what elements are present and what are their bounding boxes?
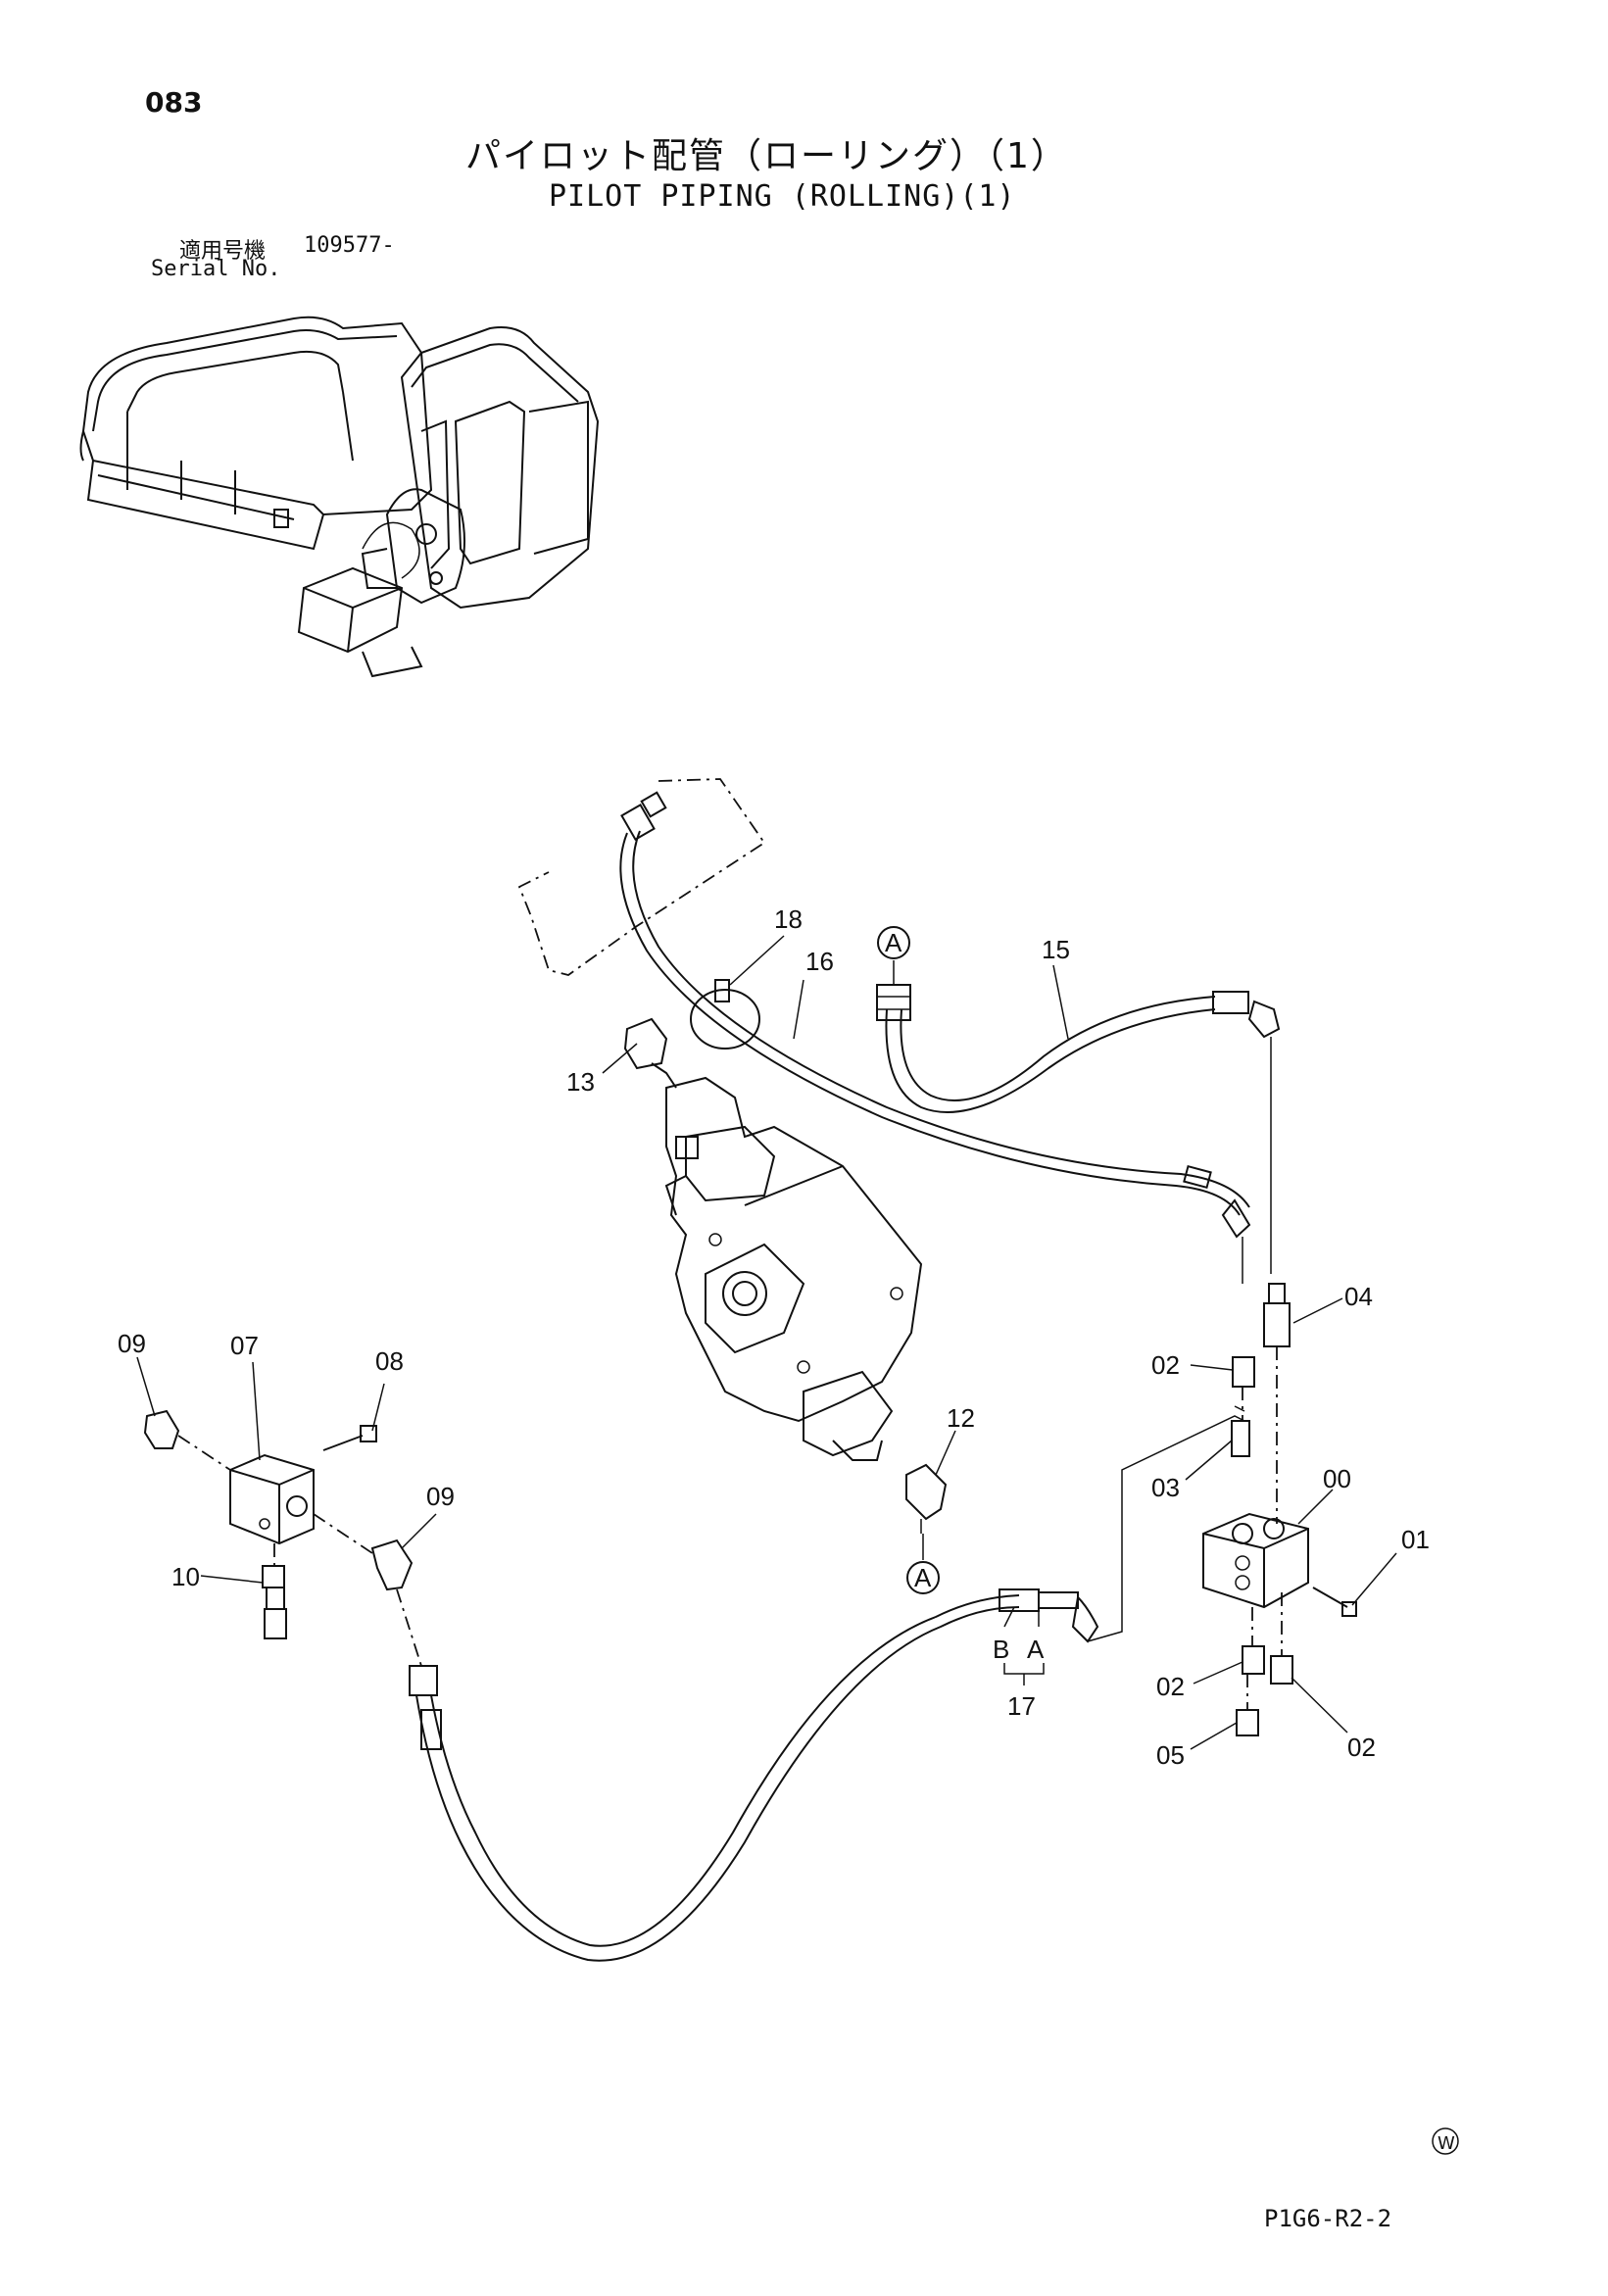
reference-a-top-label: A — [885, 928, 902, 957]
reference-a-bottom: A — [906, 1561, 940, 1594]
callout-labels: 18 16 15 13 04 02 03 00 01 02 02 05 12 0… — [118, 904, 1430, 1770]
pressure-switch-icon — [262, 1543, 287, 1639]
drawing-code: P1G6-R2-2 — [1264, 2205, 1392, 2232]
title-japanese: パイロット配管（ローリング）（1） — [465, 136, 1068, 176]
hose-17 — [409, 1405, 1245, 1962]
callout-04: 04 — [1344, 1282, 1373, 1311]
fittings-stack — [1231, 1283, 1293, 1736]
leader-lines — [136, 935, 1397, 1750]
clamp-18 — [690, 979, 760, 1050]
callout-10: 10 — [171, 1562, 200, 1591]
callout-08: 08 — [375, 1346, 404, 1376]
reference-box — [517, 778, 766, 976]
callout-03: 03 — [1151, 1473, 1180, 1502]
reference-a-top: A — [877, 926, 910, 959]
callout-09-left: 09 — [118, 1329, 146, 1358]
callout-09-right: 09 — [426, 1482, 455, 1511]
hose-16 — [619, 791, 1251, 1284]
fitting-12 — [905, 1463, 948, 1534]
reference-a-bottom-label: A — [914, 1563, 932, 1592]
port-label-b: B — [993, 1635, 1009, 1664]
serial-label-japanese: 適用号機 — [179, 239, 267, 264]
watermark-w-icon: W — [1432, 2127, 1459, 2155]
hose-15 — [876, 984, 1281, 1274]
callout-05: 05 — [1156, 1740, 1185, 1770]
bolt-01 — [1312, 1587, 1357, 1617]
callout-15: 15 — [1042, 935, 1070, 964]
manifold-block-icon — [1202, 1512, 1309, 1609]
callout-12: 12 — [947, 1403, 975, 1433]
serial-number-value: 109577- — [304, 233, 395, 258]
fitting-13 — [623, 1017, 677, 1089]
serial-label-english: Serial No. — [151, 257, 281, 281]
excavator-overview-icon — [79, 316, 600, 678]
watermark-w-label: W — [1437, 2133, 1455, 2154]
callout-01: 01 — [1401, 1525, 1430, 1554]
page-number: 083 — [145, 86, 203, 119]
callout-02-upper: 02 — [1151, 1350, 1180, 1380]
callout-07: 07 — [230, 1331, 259, 1360]
callout-13: 13 — [566, 1067, 595, 1097]
port-label-a: A — [1027, 1635, 1045, 1664]
left-block-assembly — [143, 1409, 422, 1667]
control-valve-icon — [664, 1076, 923, 1461]
callout-17: 17 — [1007, 1691, 1036, 1721]
callout-02-lower-right: 02 — [1347, 1733, 1376, 1762]
callout-16: 16 — [805, 947, 834, 976]
callout-18: 18 — [774, 904, 803, 934]
title-english: PILOT PIPING (ROLLING)(1) — [549, 179, 1016, 214]
callout-00: 00 — [1323, 1464, 1351, 1493]
callout-02-lower-left: 02 — [1156, 1672, 1185, 1701]
